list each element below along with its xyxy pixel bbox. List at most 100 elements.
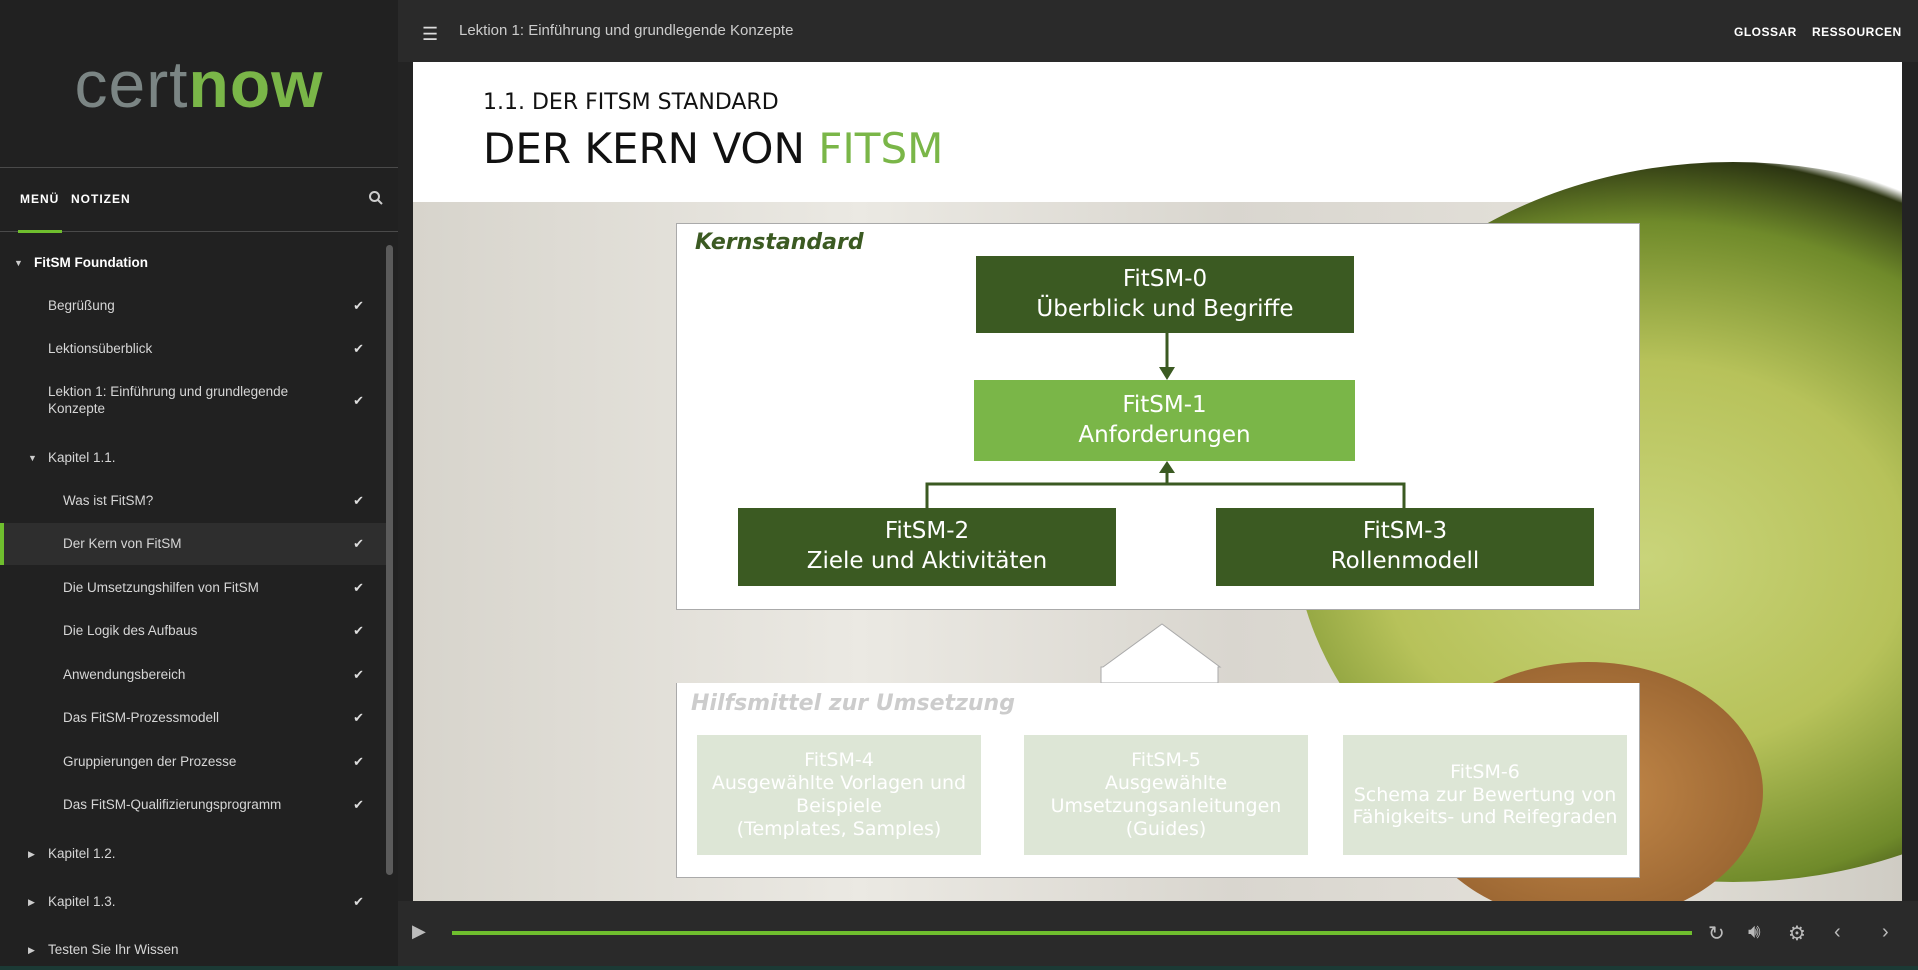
menu-item-label: Kapitel 1.2.: [48, 845, 116, 861]
previous-icon[interactable]: ‹: [1834, 921, 1841, 943]
menu-item[interactable]: ▶ Kapitel 1.2.: [0, 842, 386, 866]
menu-item-label: Die Umsetzungshilfen von FitSM: [63, 579, 259, 595]
menu-item-label: Der Kern von FitSM: [63, 535, 182, 551]
menu-item[interactable]: ▼ FitSM Foundation: [0, 251, 386, 275]
check-icon: ✔: [353, 710, 364, 725]
check-icon: ✔: [353, 894, 364, 909]
menu-item-label: Was ist FitSM?: [63, 492, 154, 508]
node-desc: Überblick und Begriffe: [1036, 295, 1294, 322]
menu-item-label: FitSM Foundation: [34, 254, 148, 270]
menu-item-label: Lektionsüberblick: [48, 340, 153, 356]
caret-down-icon[interactable]: ▼: [14, 258, 23, 268]
menu-item-label: Das FitSM-Prozessmodell: [63, 709, 220, 725]
check-icon: ✔: [353, 298, 364, 313]
caret-right-icon[interactable]: ▶: [28, 896, 35, 907]
check-icon: ✔: [353, 580, 364, 595]
menu-item[interactable]: ▼ Kapitel 1.1.: [0, 446, 386, 470]
sidebar-tabs: MENÜ NOTIZEN: [0, 168, 398, 233]
menu-item-label: Die Logik des Aufbaus: [63, 622, 198, 638]
search-icon[interactable]: [368, 190, 384, 206]
menu-item[interactable]: Das FitSM-Prozessmodell ✔: [0, 706, 386, 730]
node-name: FitSM-3: [1362, 518, 1448, 545]
core-standard-label: Kernstandard: [695, 230, 864, 255]
check-icon: ✔: [353, 393, 364, 408]
sidebar-scrollbar[interactable]: [386, 245, 393, 875]
check-icon: ✔: [353, 797, 364, 812]
lesson-title: Lektion 1: Einführung und grundlegende K…: [459, 22, 794, 39]
menu-item-label: Kapitel 1.3.: [48, 893, 116, 909]
menu-item[interactable]: Lektion 1: Einführung und grundlegende K…: [0, 383, 386, 419]
caret-right-icon[interactable]: ▶: [28, 944, 35, 955]
active-tab-indicator: [18, 230, 62, 233]
aid-name: FitSM-4: [804, 749, 874, 772]
menu-item[interactable]: Die Umsetzungshilfen von FitSM ✔: [0, 576, 386, 600]
menu-item[interactable]: Was ist FitSM?✔: [0, 489, 386, 513]
menu-item-label: Das FitSM-Qualifizierungsprogramm: [63, 796, 282, 812]
menu-item-label: Testen Sie Ihr Wissen: [48, 941, 179, 957]
aid-desc-line: Beispiele: [796, 795, 882, 817]
play-icon[interactable]: ▶: [412, 921, 426, 941]
menu-item[interactable]: Anwendungsbereich ✔: [0, 663, 386, 687]
menu-item[interactable]: Lektionsüberblick✔: [0, 337, 386, 361]
check-icon: ✔: [353, 754, 364, 769]
hamburger-menu-icon[interactable]: ☰: [422, 24, 439, 44]
slide-subtitle: 1.1. DER FITSM STANDARD: [483, 90, 779, 115]
menu-item-label: Begrüßung: [48, 297, 115, 313]
node-name: FitSM-0: [1122, 265, 1208, 292]
menu-item-label: Anwendungsbereich: [63, 666, 186, 682]
slide-title: DER KERN VON FITSM: [483, 124, 943, 173]
menu-item-label: Kapitel 1.1.: [48, 449, 116, 465]
node-desc: Anforderungen: [1078, 421, 1251, 448]
menu-item[interactable]: Das FitSM-Qualifizierungsprogramm ✔: [0, 793, 386, 817]
menu-item[interactable]: Die Logik des Aufbaus ✔: [0, 619, 386, 643]
node-name: FitSM-1: [1122, 391, 1207, 418]
tab-notes[interactable]: NOTIZEN: [71, 192, 131, 206]
menu-item[interactable]: ▶ Kapitel 1.3. ✔: [0, 890, 386, 914]
title-accent: FITSM: [818, 124, 944, 173]
aid-desc-line: Ausgewählte: [1104, 772, 1228, 795]
volume-icon[interactable]: 🔊︎: [1748, 921, 1761, 943]
aid-name: FitSM-5: [1131, 749, 1201, 772]
logo-text-now: now: [188, 46, 324, 121]
connector-arrows: [925, 333, 1406, 684]
aid-desc-line: Umsetzungsanleitungen: [1050, 795, 1282, 817]
aid-name: FitSM-6: [1450, 760, 1520, 783]
replay-icon[interactable]: ↻: [1708, 923, 1725, 945]
top-bar: ☰ Lektion 1: Einführung und grundlegende…: [398, 0, 1918, 62]
settings-gear-icon[interactable]: ⚙: [1788, 923, 1806, 945]
menu-item[interactable]: ▶ Testen Sie Ihr Wissen: [0, 938, 386, 962]
progress-bar[interactable]: [452, 931, 1692, 935]
menu-item-label: Gruppierungen der Prozesse: [63, 753, 237, 769]
player-controls: ▶ ↻ 🔊︎ ⚙ ‹ ›: [398, 901, 1918, 966]
menu-item[interactable]: Begrüßung ✔: [0, 294, 386, 318]
aid-desc-line: Fähigkeits- und Reifegraden: [1352, 806, 1618, 829]
aid-desc-line: Ausgewählte Vorlagen und: [711, 772, 967, 795]
node-desc: Ziele und Aktivitäten: [806, 548, 1048, 574]
check-icon: ✔: [353, 667, 364, 682]
logo-text-cert: cert: [74, 46, 189, 121]
tab-menu[interactable]: MENÜ: [20, 192, 60, 206]
title-prefix: DER KERN VON: [483, 124, 819, 173]
node-name: FitSM-2: [884, 518, 970, 545]
menu-item[interactable]: Der Kern von FitSM✔: [0, 523, 386, 565]
menu-item-label: Lektion 1: Einführung und grundlegende K…: [48, 384, 289, 416]
aid-desc-line: (Templates, Samples): [736, 817, 942, 840]
menu-item[interactable]: Gruppierungen der Prozesse ✔: [0, 750, 386, 774]
check-icon: ✔: [353, 623, 364, 638]
glossary-link[interactable]: GLOSSAR: [1734, 25, 1797, 39]
caret-down-icon[interactable]: ▼: [28, 453, 37, 463]
resources-link[interactable]: RESSOURCEN: [1812, 25, 1902, 39]
bottom-border: [0, 966, 1918, 970]
aid-desc-line: (Guides): [1125, 817, 1207, 840]
caret-right-icon[interactable]: ▶: [28, 848, 35, 859]
next-icon[interactable]: ›: [1882, 921, 1889, 943]
